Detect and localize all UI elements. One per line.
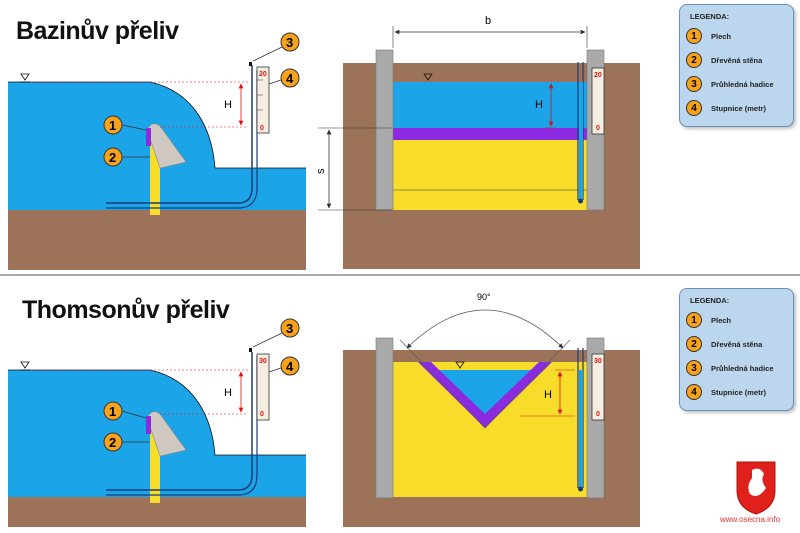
dim-h-bottom-label: H [224, 387, 232, 399]
scale-0-right-label: 0 [596, 125, 600, 132]
scale-0-label: 0 [260, 125, 264, 132]
left-concrete-wall [375, 49, 394, 211]
legend-item: 2 Dřevěná stěna [686, 51, 762, 69]
thomson-title: Thomsonův přeliv [22, 296, 230, 324]
legend-label: Plech [711, 31, 732, 41]
legend-badge: 1 [686, 312, 702, 328]
dim-h-right-bottom-label: H [544, 389, 552, 401]
legend-badge: 4 [686, 384, 702, 400]
bazin-title: Bazinův přeliv [16, 17, 179, 45]
legend-label: Stupnice (metr) [711, 103, 767, 113]
legend-top: LEGENDA: 1 Plech 2 Dřevěná stěna 3 Průhl… [679, 4, 794, 127]
osecna-coat-of-arms [736, 461, 776, 515]
badge-3-bottom: 3 [286, 321, 293, 336]
metal-plate [146, 128, 151, 146]
watermark: www.osecna.info [720, 515, 781, 524]
badge-1: 1 [109, 118, 116, 133]
weir-crest [146, 123, 187, 169]
legend-label: Průhledná hadice [711, 79, 774, 89]
bazin-side-view: 20 0 H [8, 62, 306, 270]
legend-item: 4 Stupnice (metr) [686, 99, 766, 117]
thomson-side-view: 30 0 H [8, 348, 306, 527]
wooden-wall [150, 135, 160, 215]
legend-item: 3 Průhledná hadice [686, 359, 774, 377]
legend-item: 4 Stupnice (metr) [686, 383, 766, 401]
scale-20-right-label: 20 [594, 72, 602, 79]
legend-badge: 4 [686, 100, 702, 116]
scale-0-right-bottom-label: 0 [596, 411, 600, 418]
badge-2-bottom: 2 [109, 435, 116, 450]
legend-bottom: LEGENDA: 1 Plech 2 Dřevěná stěna 3 Průhl… [679, 288, 794, 411]
water-level-symbol [20, 73, 30, 81]
legend-item: 3 Průhledná hadice [686, 75, 774, 93]
badges-top-left: 1 2 3 4 [103, 32, 300, 167]
badge-3: 3 [286, 35, 293, 50]
legend-item: 1 Plech [686, 311, 731, 329]
legend-item: 1 Plech [686, 27, 731, 45]
badge-4-bottom: 4 [286, 359, 294, 374]
dim-s-label: s [315, 168, 327, 174]
badges-bottom-left: 1 2 3 4 [103, 318, 300, 452]
v-notch-plate [418, 362, 552, 428]
scale-30-label: 30 [259, 358, 267, 365]
scale-0-bottom-label: 0 [260, 411, 264, 418]
legend-label: Průhledná hadice [711, 363, 774, 373]
badge-4: 4 [286, 71, 294, 86]
thomson-front-view: 30 0 H 90° [343, 292, 640, 527]
bazin-front-view: 20 0 H b s [315, 15, 640, 269]
badge-1-bottom: 1 [109, 404, 116, 419]
legend-label: Stupnice (metr) [711, 387, 767, 397]
legend-label: Dřevěná stěna [711, 55, 763, 65]
legend-badge: 3 [686, 360, 702, 376]
water [393, 82, 587, 128]
dim-b-label: b [485, 15, 491, 27]
legend-title: LEGENDA: [690, 12, 730, 21]
measuring-scale [256, 66, 270, 134]
legend-item: 2 Dřevěná stěna [686, 335, 762, 353]
dim-h-label: H [224, 99, 232, 111]
scale-20-label: 20 [259, 71, 267, 78]
dim-h-right-label: H [535, 99, 543, 111]
ground [8, 210, 306, 270]
legend-title: LEGENDA: [690, 296, 730, 305]
legend-badge: 2 [686, 52, 702, 68]
legend-label: Dřevěná stěna [711, 339, 763, 349]
transparent-hose [106, 65, 253, 204]
angle-label: 90° [477, 292, 491, 302]
legend-badge: 1 [686, 28, 702, 44]
legend-label: Plech [711, 315, 732, 325]
legend-badge: 2 [686, 336, 702, 352]
badge-2: 2 [109, 150, 116, 165]
legend-badge: 3 [686, 76, 702, 92]
v-notch-water [432, 370, 538, 418]
scale-30-right-label: 30 [594, 358, 602, 365]
metal-plate-front [393, 128, 587, 140]
